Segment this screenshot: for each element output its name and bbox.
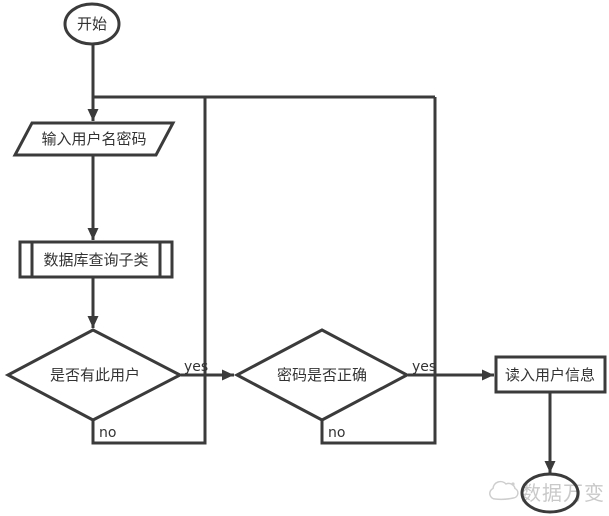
check-password-node-label: 密码是否正确 <box>277 366 367 384</box>
cloud-logo-icon <box>489 480 519 501</box>
read-info-node <box>494 355 607 394</box>
read-info-node-label: 读入用户信息 <box>505 366 595 384</box>
label-password-yes: yes <box>412 359 436 375</box>
check-password-node <box>233 328 411 422</box>
query-node <box>18 240 174 279</box>
label-password-no: no <box>328 425 345 441</box>
end-node <box>520 472 580 514</box>
label-user-no: no <box>99 425 116 441</box>
input-node-label: 输入用户名密码 <box>41 130 146 148</box>
edge-checkpassword-no-loop <box>320 97 437 445</box>
check-user-node <box>4 328 184 422</box>
query-node-label: 数据库查询子类 <box>43 251 148 269</box>
start-node-label: 开始 <box>77 15 107 33</box>
label-user-yes: yes <box>184 359 208 375</box>
edge-checkuser-no-loop <box>91 97 207 445</box>
watermark: 数据万变 <box>489 480 605 505</box>
watermark-text: 数据万变 <box>521 481 605 505</box>
input-node <box>12 121 176 157</box>
check-user-node-label: 是否有此用户 <box>50 366 140 384</box>
cloud-logo-dot <box>511 482 515 486</box>
start-node <box>63 2 121 46</box>
query-node-sidebars <box>30 242 162 277</box>
